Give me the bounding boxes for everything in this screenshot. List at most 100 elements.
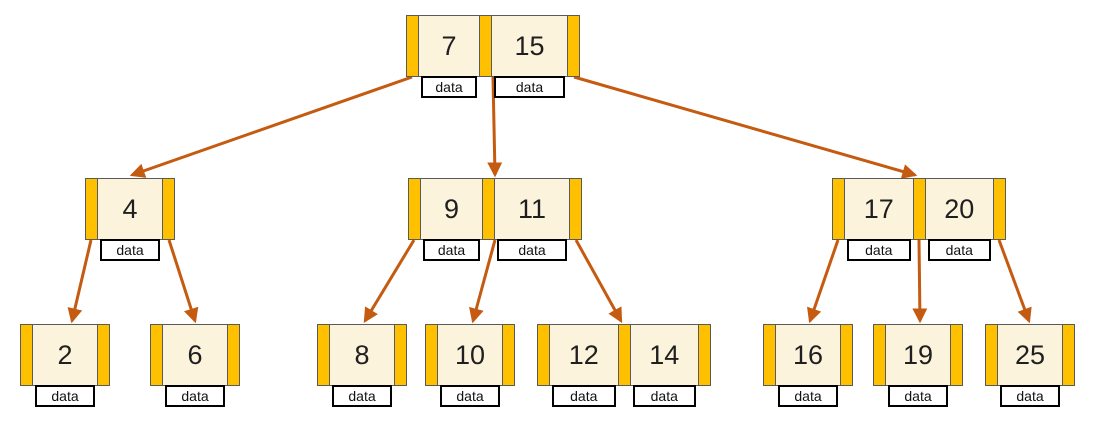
pointer-bar xyxy=(537,324,550,386)
data-label: data xyxy=(945,242,973,258)
pointer-bar xyxy=(502,324,515,386)
key-value: 12 xyxy=(568,339,599,370)
btree-node-7-15: 7 data 15 data xyxy=(406,15,581,98)
key-value: 6 xyxy=(187,339,203,370)
key-value: 14 xyxy=(649,339,680,370)
btree-node-6: 6 data xyxy=(150,324,240,407)
data-label: data xyxy=(51,388,79,404)
btree-node-12-14: 12 data 14 data xyxy=(537,324,711,407)
key-cell: 11 data xyxy=(495,178,569,261)
pointer-bar xyxy=(150,324,163,386)
key-cell: 19 data xyxy=(886,324,950,407)
pointer-bar xyxy=(567,15,581,77)
tree-edge-arrow xyxy=(67,239,93,324)
tree-edge-arrow xyxy=(912,239,928,324)
btree-node-10: 10 data xyxy=(425,324,515,407)
tree-edge-arrow xyxy=(363,239,416,324)
data-label: data xyxy=(515,79,544,95)
data-box: data xyxy=(165,385,225,407)
key-value: 2 xyxy=(57,339,73,370)
tree-edge-arrow xyxy=(807,239,840,324)
pointer-bar xyxy=(227,324,240,386)
pointer-bar xyxy=(832,178,845,240)
data-box: data xyxy=(100,239,160,261)
tree-edge-arrow xyxy=(129,75,413,178)
data-box: data xyxy=(552,385,616,407)
key-value: 10 xyxy=(454,339,486,370)
key-value: 17 xyxy=(863,193,894,224)
key-cell: 2 data xyxy=(33,324,97,407)
pointer-bar xyxy=(617,324,631,386)
key-cell: 17 data xyxy=(845,178,913,261)
btree-node-2: 2 data xyxy=(20,324,110,407)
data-label: data xyxy=(437,242,466,258)
data-label: data xyxy=(794,388,822,404)
data-box: data xyxy=(423,239,480,261)
pointer-bar xyxy=(317,324,330,386)
data-label: data xyxy=(904,388,932,404)
tree-edge-arrow xyxy=(574,239,623,324)
key-cell: 9 data xyxy=(421,178,482,261)
key-value: 9 xyxy=(443,193,460,224)
pointer-bar xyxy=(479,15,492,77)
data-box: data xyxy=(494,76,566,98)
data-box: data xyxy=(847,239,911,261)
key-cell: 16 data xyxy=(776,324,840,407)
pointer-bar xyxy=(85,178,98,240)
pointer-bar xyxy=(1062,324,1075,386)
tree-edge-arrow xyxy=(167,239,199,324)
key-value: 15 xyxy=(514,30,545,61)
pointer-bar xyxy=(985,324,998,386)
key-cell: 10 data xyxy=(438,324,502,407)
data-label: data xyxy=(570,388,598,404)
pointer-bar xyxy=(97,324,110,386)
btree-node-25: 25 data xyxy=(985,324,1075,407)
data-box: data xyxy=(35,385,95,407)
key-value: 7 xyxy=(441,30,457,61)
pointer-bar xyxy=(840,324,853,386)
key-cell: 8 data xyxy=(330,324,394,407)
data-box: data xyxy=(927,239,991,261)
pointer-bar xyxy=(569,178,582,240)
data-box: data xyxy=(632,385,696,407)
tree-edge-arrow xyxy=(997,239,1032,324)
data-box: data xyxy=(888,385,948,407)
data-label: data xyxy=(865,242,893,258)
key-value: 16 xyxy=(792,339,824,370)
data-label: data xyxy=(1016,388,1044,404)
btree-node-17-20: 17 data 20 data xyxy=(832,178,1006,261)
data-box: data xyxy=(332,385,392,407)
key-cell: 4 data xyxy=(98,178,162,261)
pointer-bar xyxy=(406,15,419,77)
data-box: data xyxy=(421,76,477,98)
pointer-bar xyxy=(408,178,421,240)
pointer-bar xyxy=(394,324,407,386)
data-label: data xyxy=(650,388,678,404)
pointer-bar xyxy=(698,324,711,386)
data-label: data xyxy=(116,242,144,258)
data-label: data xyxy=(181,388,209,404)
key-cell: 25 data xyxy=(998,324,1062,407)
tree-edge-arrow xyxy=(573,75,918,179)
pointer-bar xyxy=(20,324,33,386)
pointer-bar xyxy=(425,324,438,386)
btree-node-9-11: 9 data 11 data xyxy=(408,178,582,261)
key-value: 20 xyxy=(944,193,975,224)
btree-node-16: 16 data xyxy=(763,324,853,407)
pointer-bar xyxy=(873,324,886,386)
data-box: data xyxy=(497,239,567,261)
key-cell: 15 data xyxy=(492,15,568,98)
pointer-bar xyxy=(950,324,963,386)
key-cell: 14 data xyxy=(630,324,698,407)
key-value: 11 xyxy=(517,193,547,224)
key-value: 4 xyxy=(122,193,138,224)
data-box: data xyxy=(778,385,838,407)
key-cell: 6 data xyxy=(163,324,227,407)
key-cell: 12 data xyxy=(550,324,618,407)
data-label: data xyxy=(348,388,376,404)
data-label: data xyxy=(435,79,463,95)
btree-node-4: 4 data xyxy=(85,178,175,261)
data-box: data xyxy=(440,385,500,407)
data-label: data xyxy=(456,388,484,404)
